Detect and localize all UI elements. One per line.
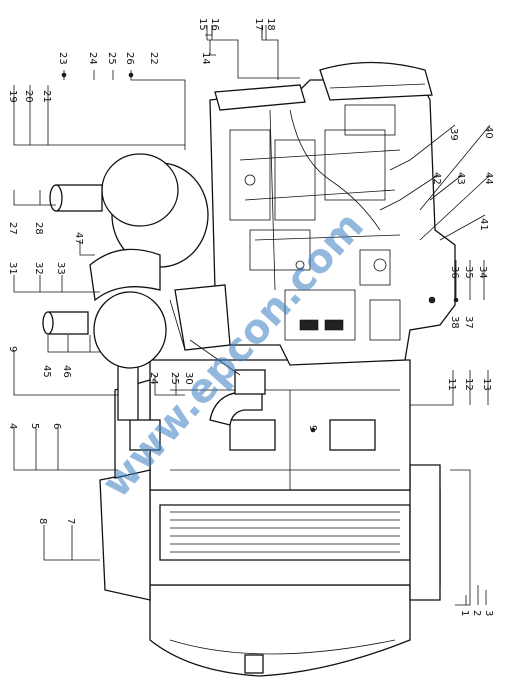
bracket-rod bbox=[450, 469, 471, 606]
valve-cover bbox=[319, 61, 433, 101]
callout-22: 22 bbox=[148, 52, 159, 65]
callout-14: 14 bbox=[200, 52, 211, 65]
callout-12: 12 bbox=[463, 378, 474, 391]
callout-4: 4 bbox=[7, 423, 18, 429]
mounting-bracket bbox=[174, 284, 231, 351]
air-cleaner-lower-outlet bbox=[47, 311, 89, 335]
callout-15: 15 bbox=[197, 18, 208, 31]
callout-27: 27 bbox=[7, 222, 18, 235]
callout-25-mid: 25 bbox=[169, 372, 180, 385]
radiator-side-panel bbox=[409, 464, 441, 601]
callout-37: 37 bbox=[463, 316, 474, 329]
callout-46: 46 bbox=[61, 365, 72, 378]
callout-7: 7 bbox=[65, 518, 76, 524]
callout-26: 26 bbox=[124, 52, 135, 65]
callout-1: 1 bbox=[459, 610, 470, 616]
callout-24-mid: 24 bbox=[148, 372, 159, 385]
callout-43: 43 bbox=[455, 172, 466, 185]
callout-24-top: 24 bbox=[87, 52, 98, 65]
tank-box bbox=[129, 419, 161, 451]
callout-21: 21 bbox=[41, 90, 52, 103]
callout-25-top: 25 bbox=[106, 52, 117, 65]
air-cleaner-lower bbox=[93, 291, 167, 369]
callout-23: 23 bbox=[57, 52, 68, 65]
callout-16: 16 bbox=[209, 18, 220, 31]
callout-45: 45 bbox=[41, 365, 52, 378]
callout-17: 17 bbox=[253, 18, 264, 31]
air-cleaner-upper-outlet bbox=[55, 184, 103, 212]
callout-8: 8 bbox=[37, 518, 48, 524]
callout-34: 34 bbox=[477, 266, 488, 279]
intake-elbow bbox=[209, 391, 263, 426]
callout-40: 40 bbox=[483, 126, 494, 139]
callout-36: 36 bbox=[449, 266, 460, 279]
callout-19: 19 bbox=[7, 90, 18, 103]
engine-drawing bbox=[42, 25, 471, 677]
callout-3: 3 bbox=[483, 610, 494, 616]
callout-20: 20 bbox=[23, 90, 34, 103]
callout-38: 38 bbox=[449, 316, 460, 329]
callout-5: 5 bbox=[29, 423, 40, 429]
callout-41: 41 bbox=[478, 218, 489, 231]
leader-lines bbox=[13, 25, 491, 605]
callout-11: 11 bbox=[446, 378, 457, 391]
callout-6: 6 bbox=[51, 423, 62, 429]
callout-31-left: 31 bbox=[7, 262, 18, 275]
callout-47: 47 bbox=[73, 232, 84, 245]
callout-18-top: 18 bbox=[265, 18, 276, 31]
callout-28: 28 bbox=[33, 222, 44, 235]
engine-internals bbox=[229, 104, 436, 341]
fan-shroud bbox=[149, 584, 411, 677]
callout-9: 9 bbox=[7, 346, 18, 352]
callout-44: 44 bbox=[483, 172, 494, 185]
callout-13: 13 bbox=[481, 378, 492, 391]
callout-33: 33 bbox=[55, 262, 66, 275]
callout-9-mid: 9 bbox=[307, 425, 318, 431]
callout-35: 35 bbox=[463, 266, 474, 279]
callout-labels: 15 16 17 18 14 23 24 25 26 22 19 20 21 2… bbox=[7, 18, 494, 616]
callout-30: 30 bbox=[183, 372, 194, 385]
callout-32: 32 bbox=[33, 262, 44, 275]
fan-hub bbox=[244, 654, 264, 674]
callout-2: 2 bbox=[471, 610, 482, 616]
callout-42: 42 bbox=[431, 172, 442, 185]
callout-39: 39 bbox=[448, 128, 459, 141]
intake-hose bbox=[89, 248, 161, 302]
